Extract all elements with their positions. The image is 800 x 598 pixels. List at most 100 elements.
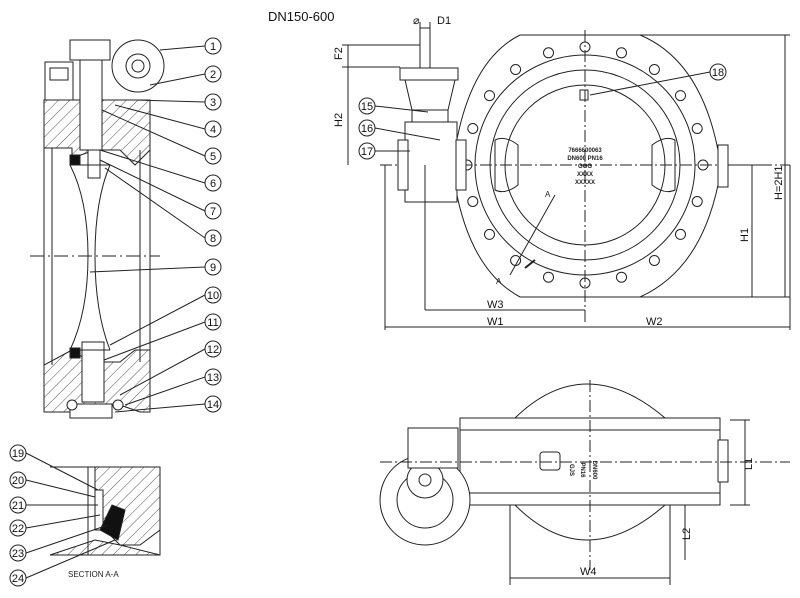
svg-text:XXXXX: XXXXX (575, 180, 595, 186)
dim-h-total: H=2H1 (773, 165, 785, 200)
svg-text:23: 23 (12, 548, 24, 560)
svg-text:GGG: GGG (578, 164, 592, 170)
diameter-symbol: ⌀ (413, 15, 420, 27)
svg-text:4: 4 (210, 124, 216, 136)
callout-5: 5 (101, 109, 222, 165)
callout-9: 9 (89, 258, 222, 276)
bolt-hole (675, 90, 686, 102)
svg-text:3: 3 (210, 97, 216, 109)
dim-w3: W3 (487, 299, 504, 311)
callouts-front: 15 16 17 18 (358, 63, 727, 160)
dim-w2: W2 (646, 316, 663, 328)
svg-text:14: 14 (207, 399, 219, 411)
section-marker-bottom: A (496, 277, 502, 286)
dim-h2: H2 (333, 113, 345, 127)
svg-text:DN600 PN16: DN600 PN16 (567, 156, 603, 162)
dim-h1: H1 (739, 228, 751, 242)
svg-text:9: 9 (210, 262, 216, 274)
bolt-hole (510, 64, 522, 75)
callout-21: 21 (9, 496, 98, 514)
bolt-hole (675, 228, 686, 240)
svg-text:13: 13 (207, 372, 219, 384)
callouts-main: 1 2 3 4 5 6 7 (89, 37, 222, 413)
callout-3: 3 (134, 93, 222, 111)
callout-15: 15 (358, 97, 429, 115)
callout-6: 6 (99, 149, 222, 192)
svg-text:DN600: DN600 (591, 461, 597, 480)
bolt-hole (543, 271, 554, 283)
disc-marking: 7666600063 DN600 PN16 GGG XXXX XXXXX (567, 148, 603, 186)
callout-2: 2 (149, 65, 222, 86)
dim-l2: L2 (681, 528, 693, 540)
dim-l1: L1 (743, 458, 755, 470)
bolt-hole (510, 255, 522, 266)
svg-text:15: 15 (361, 101, 373, 113)
bolt-hole (648, 64, 660, 75)
svg-text:11: 11 (207, 317, 218, 329)
svg-text:18: 18 (712, 67, 724, 79)
bolt-hole (616, 47, 627, 59)
section-a-a-detail (49, 466, 161, 556)
svg-text:PN16: PN16 (579, 462, 585, 478)
dim-w1: W1 (487, 316, 504, 328)
svg-text:10: 10 (207, 290, 219, 302)
svg-text:19: 19 (12, 448, 24, 460)
callout-24: 24 (9, 539, 116, 587)
front-view (342, 22, 791, 330)
callout-23: 23 (9, 524, 109, 562)
callout-13: 13 (124, 368, 222, 406)
callout-12: 12 (119, 340, 222, 396)
callout-1: 1 (159, 37, 222, 55)
side-section-view (30, 39, 165, 419)
svg-text:5: 5 (210, 151, 216, 163)
bolt-hole (691, 123, 703, 134)
dim-f2: F2 (333, 47, 345, 60)
callouts-section: 19 20 21 22 23 24 (9, 444, 116, 587)
svg-text:1: 1 (210, 41, 216, 53)
bolt-hole (543, 47, 554, 59)
callout-22: 22 (9, 514, 101, 537)
bolt-hole (484, 90, 495, 102)
bolt-hole (467, 196, 479, 207)
svg-text:7: 7 (210, 206, 216, 218)
callout-18: 18 (589, 63, 727, 96)
top-view-marking: DN600 PN16 GJS (568, 461, 597, 480)
callout-16: 16 (358, 119, 441, 141)
svg-text:22: 22 (12, 523, 24, 535)
callout-20: 20 (9, 471, 96, 498)
callout-8: 8 (104, 167, 222, 247)
callout-14: 14 (114, 395, 222, 413)
bolt-hole (484, 228, 495, 240)
svg-text:16: 16 (361, 123, 373, 135)
callout-11: 11 (103, 313, 222, 361)
callout-19: 19 (9, 444, 99, 491)
section-marker-top: A (545, 190, 551, 199)
section-a-a-label: SECTION A-A (68, 570, 119, 579)
bolt-hole (691, 196, 703, 207)
svg-text:21: 21 (12, 500, 24, 512)
bolt-hole (648, 255, 660, 266)
top-view (379, 380, 790, 585)
svg-text:6: 6 (210, 178, 216, 190)
callout-4: 4 (114, 104, 222, 138)
svg-text:24: 24 (12, 573, 24, 585)
bolt-hole (616, 271, 627, 283)
svg-text:20: 20 (12, 475, 24, 487)
callout-10: 10 (109, 286, 222, 346)
dim-w4: W4 (580, 566, 597, 578)
top-dimension-labels: L1 L2 W4 (580, 458, 755, 578)
svg-text:7666600063: 7666600063 (568, 148, 602, 154)
svg-text:XXXX: XXXX (577, 172, 593, 178)
svg-text:2: 2 (210, 69, 216, 81)
dim-d1: D1 (437, 15, 451, 27)
svg-text:GJS: GJS (568, 464, 574, 476)
svg-text:12: 12 (207, 344, 219, 356)
drawing-title: DN150-600 (268, 9, 335, 24)
dimension-labels: ⌀ D1 F2 H2 H=2H1 H1 W3 W1 W2 (333, 15, 785, 328)
svg-text:8: 8 (210, 233, 216, 245)
svg-text:17: 17 (361, 146, 373, 158)
callout-7: 7 (99, 159, 222, 220)
bolt-hole (467, 123, 479, 134)
callout-17: 17 (358, 142, 410, 160)
